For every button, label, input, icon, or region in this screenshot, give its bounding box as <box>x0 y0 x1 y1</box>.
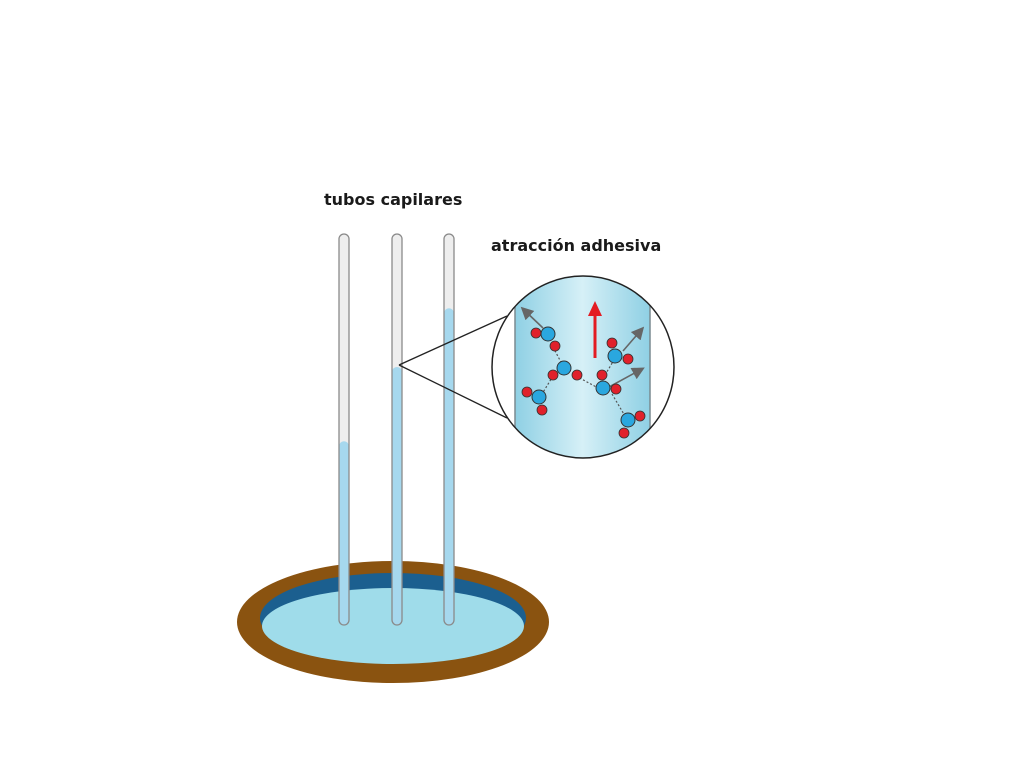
dish-water <box>262 588 524 664</box>
tube-middle <box>391 233 403 626</box>
adhesive-attraction-label: atracción adhesiva <box>491 236 662 255</box>
zoom-line-bottom <box>398 364 508 419</box>
tube-right <box>443 233 455 626</box>
tube-left <box>338 233 350 626</box>
water-molecule-icon <box>595 369 622 396</box>
water-molecule-icon <box>521 386 548 416</box>
water-molecule-icon <box>547 360 583 381</box>
water-molecule-icon <box>530 326 561 352</box>
tubes-label: tubos capilares <box>324 190 463 209</box>
capillary-tubes <box>338 233 455 626</box>
adhesion-zoom-circle <box>491 275 675 459</box>
tube-outline <box>443 233 455 626</box>
zoom-tube-water <box>515 276 650 458</box>
red-up-arrow-icon <box>588 301 602 358</box>
zoom-line-top <box>398 315 508 366</box>
tube-water-column <box>339 441 349 625</box>
water-molecule-icon <box>606 337 634 365</box>
zoom-connector-lines <box>398 315 508 419</box>
tube-water-column <box>444 308 454 625</box>
zoom-border <box>491 275 675 459</box>
adhesion-arrow-left <box>520 306 544 329</box>
water-molecule-icon <box>618 410 646 439</box>
tube-outline <box>391 233 403 626</box>
tube-outline <box>338 233 350 626</box>
tube-water-column <box>392 366 402 625</box>
adhesion-arrow-upper-right <box>622 326 645 352</box>
